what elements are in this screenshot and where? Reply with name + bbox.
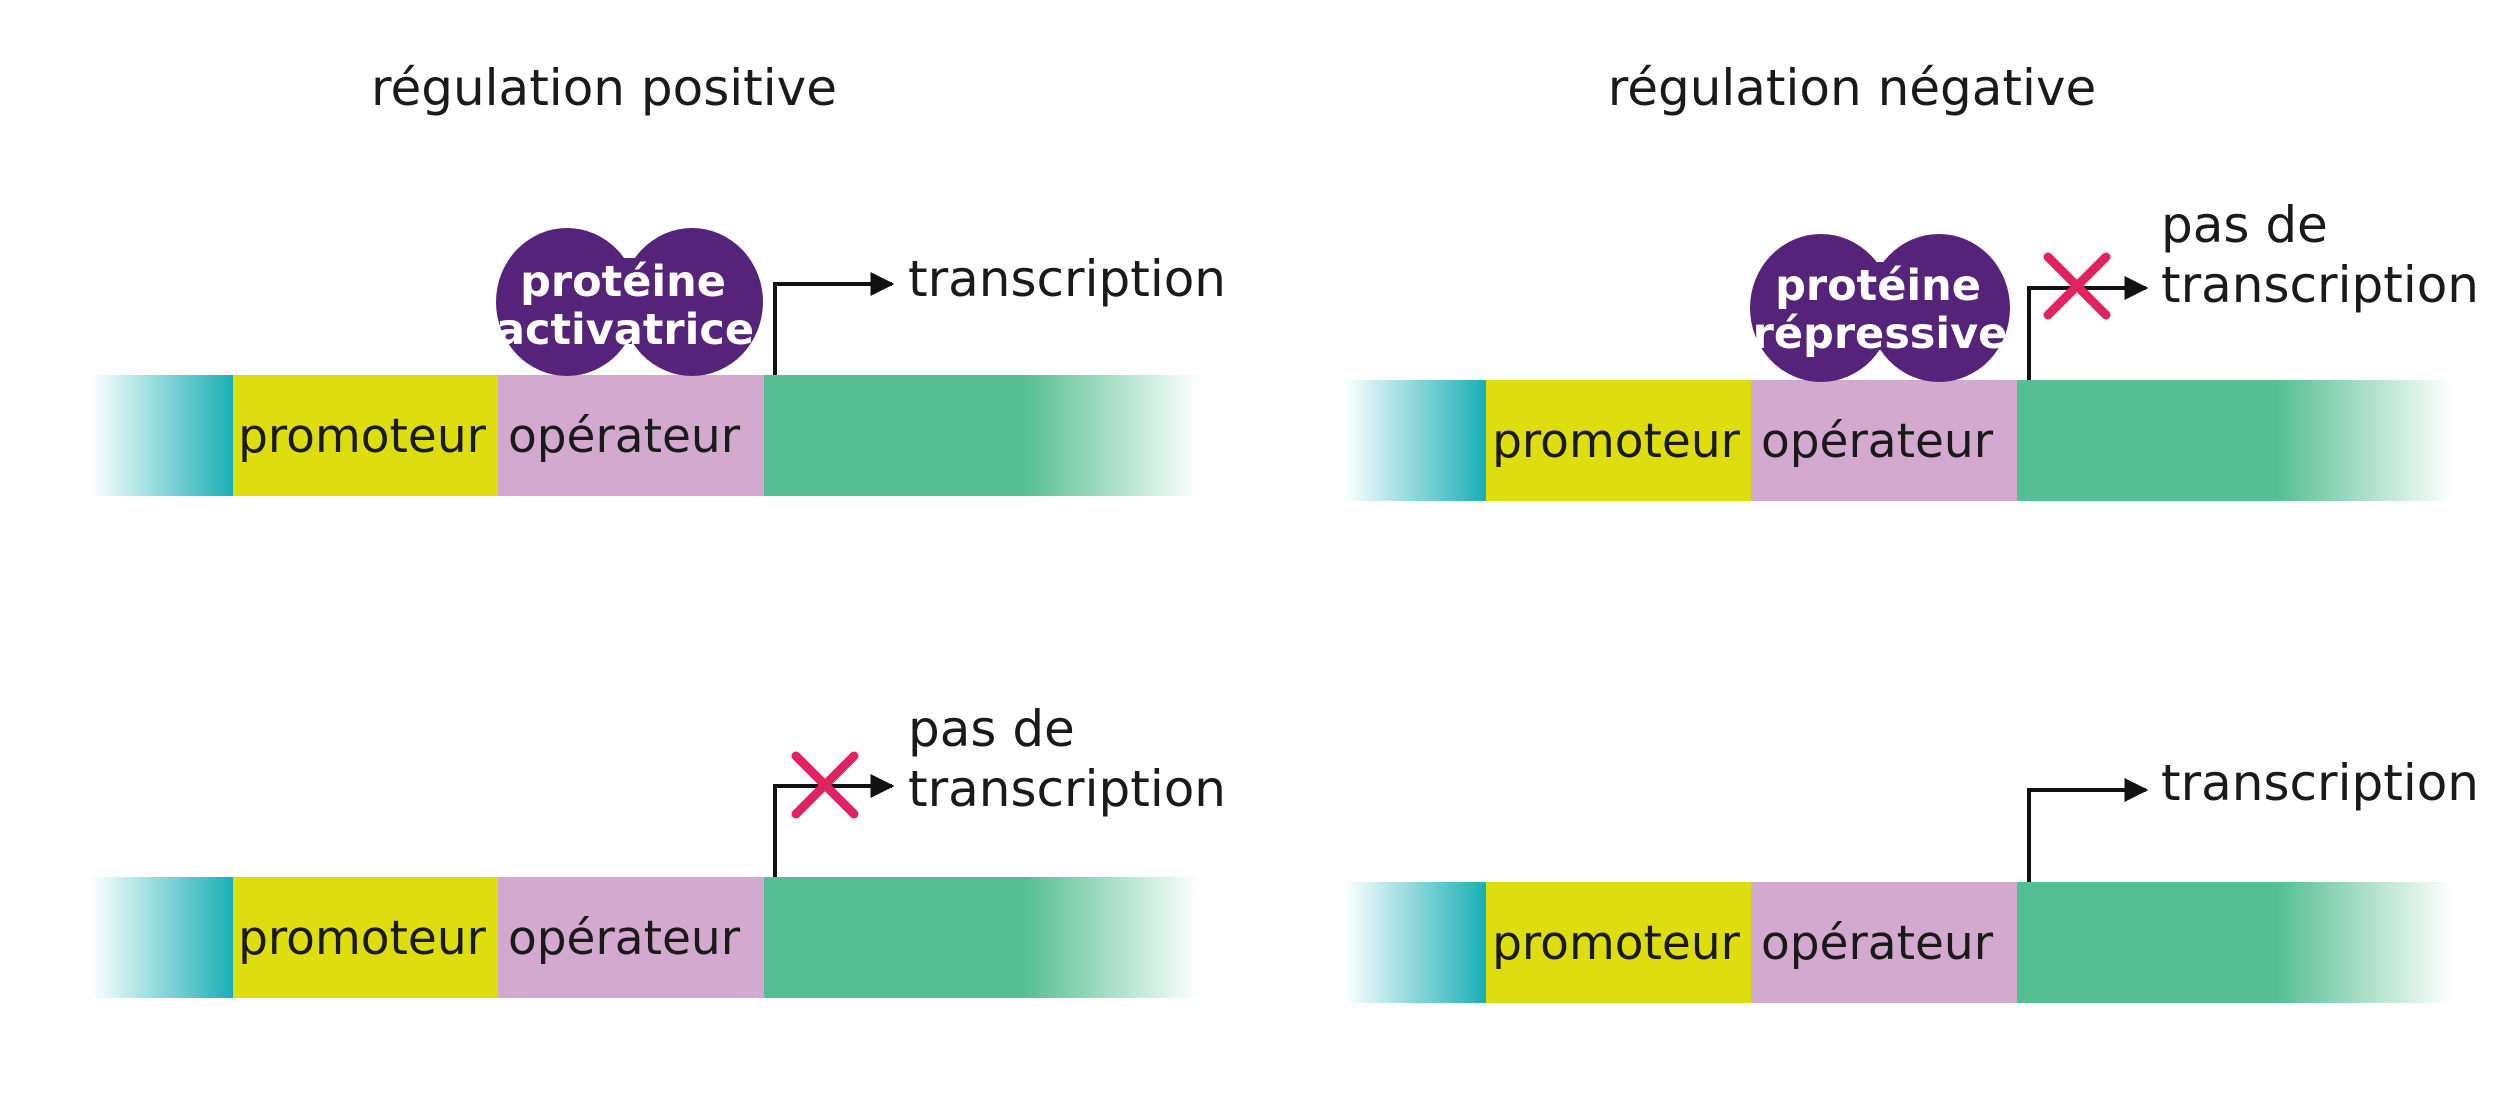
gene-region bbox=[2017, 882, 2277, 1003]
operator-label: opérateur bbox=[1761, 916, 1994, 971]
protein-label-line2: activatrice bbox=[496, 305, 754, 355]
dna-right-fade bbox=[1024, 375, 1200, 496]
dna-strand-negative-bottom: promoteur opérateur bbox=[1344, 882, 2453, 1003]
operator-label: opérateur bbox=[1761, 414, 1994, 469]
promoter-label: promoteur bbox=[238, 409, 487, 464]
dna-strand-positive-bottom: promoteur opérateur bbox=[90, 877, 1200, 998]
title-positive-regulation: régulation positive bbox=[371, 59, 837, 117]
gene-region bbox=[764, 375, 1024, 496]
protein-bridge bbox=[1821, 262, 1939, 350]
protein-label-line2: répressive bbox=[1753, 309, 2008, 359]
protein-label-line1: protéine bbox=[520, 257, 726, 307]
outcome-label-line1: transcription bbox=[2161, 754, 2479, 812]
promoter-region bbox=[1486, 882, 1751, 1003]
transcription-arrow bbox=[773, 272, 895, 375]
dna-right-fade bbox=[1024, 877, 1200, 998]
operator-region bbox=[498, 375, 764, 496]
operator-region bbox=[1751, 882, 2017, 1003]
dna-left-fade bbox=[90, 877, 233, 998]
gene-region bbox=[2017, 380, 2277, 501]
protein-label-line1: protéine bbox=[1775, 261, 1981, 311]
dna-right-fade bbox=[2277, 882, 2453, 1003]
blocked-cross-icon bbox=[2043, 252, 2111, 320]
activator-protein: protéine activatrice bbox=[496, 228, 763, 376]
outcome-label-line1: pas de bbox=[908, 700, 1075, 758]
title-negative-regulation: régulation négative bbox=[1608, 59, 2097, 117]
dna-left-fade bbox=[90, 375, 233, 496]
transcription-arrow bbox=[773, 774, 895, 877]
transcription-arrow bbox=[2027, 778, 2149, 882]
outcome-label-line1: pas de bbox=[2161, 196, 2328, 254]
dna-strand-negative-top: promoteur opérateur bbox=[1344, 380, 2453, 501]
promoter-region bbox=[1486, 380, 1751, 501]
operator-region bbox=[498, 877, 764, 998]
promoter-label: promoteur bbox=[1492, 916, 1741, 971]
dna-right-fade bbox=[2277, 380, 2453, 501]
dna-strand-positive-top: promoteur opérateur bbox=[90, 375, 1200, 496]
gene-region bbox=[764, 877, 1024, 998]
repressor-protein: protéine répressive bbox=[1750, 234, 2010, 382]
blocked-cross-icon bbox=[791, 751, 859, 819]
dna-left-fade bbox=[1344, 380, 1486, 501]
promoter-label: promoteur bbox=[1492, 414, 1741, 469]
promoter-region bbox=[233, 375, 498, 496]
outcome-label-line2: transcription bbox=[2161, 256, 2479, 314]
operator-region bbox=[1751, 380, 2017, 501]
dna-left-fade bbox=[1344, 882, 1486, 1003]
outcome-label-line1: transcription bbox=[908, 250, 1226, 308]
promoter-label: promoteur bbox=[238, 911, 487, 966]
outcome-label-line2: transcription bbox=[908, 760, 1226, 818]
promoter-region bbox=[233, 877, 498, 998]
operator-label: opérateur bbox=[508, 409, 741, 464]
transcription-arrow bbox=[2027, 276, 2149, 380]
operator-label: opérateur bbox=[508, 911, 741, 966]
protein-bridge bbox=[567, 258, 692, 344]
